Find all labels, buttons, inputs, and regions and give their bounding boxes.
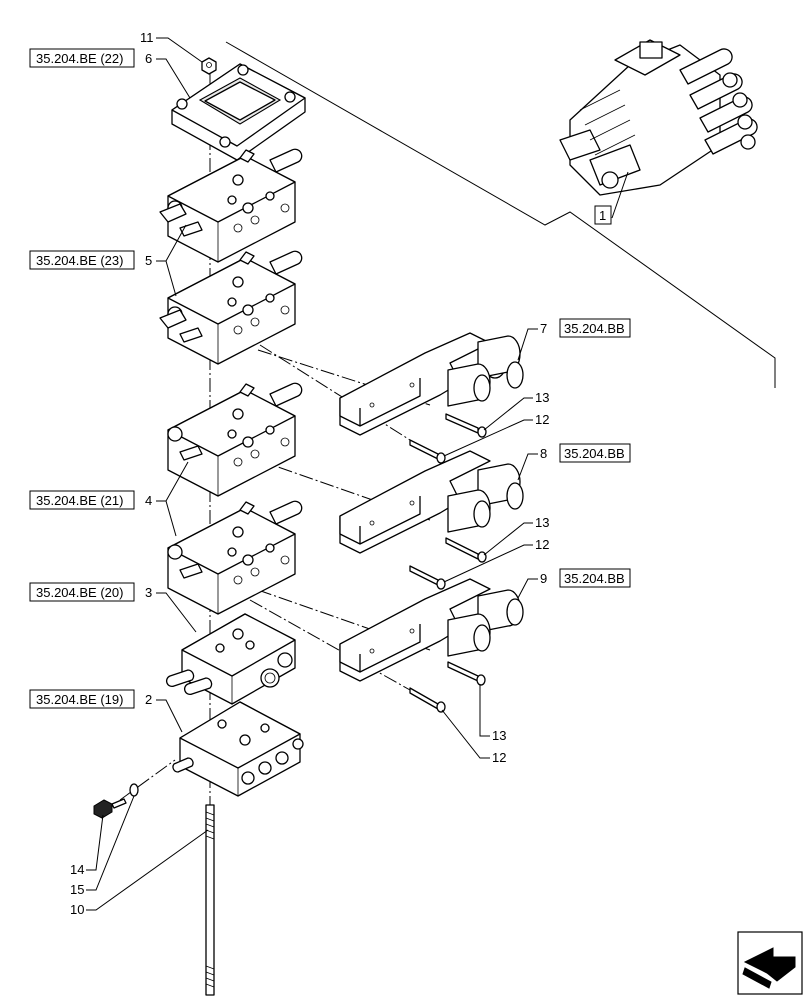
ref-box-assembly[interactable]: 1 bbox=[594, 205, 612, 225]
svg-text:35.204.BE (21): 35.204.BE (21) bbox=[36, 493, 123, 508]
ref-box-r19[interactable]: 35.204.BE (19) bbox=[29, 689, 135, 709]
callout-5: 5 bbox=[145, 253, 152, 268]
part-9-coupler-block bbox=[339, 578, 524, 682]
part-4-valve-section-upper bbox=[167, 382, 303, 497]
bolt-12b bbox=[409, 565, 446, 590]
ref-box-bb8[interactable]: 35.204.BB bbox=[559, 443, 631, 463]
part-14-screw bbox=[93, 798, 127, 819]
svg-text:35.204.BB: 35.204.BB bbox=[564, 321, 625, 336]
bolt-13c bbox=[447, 661, 486, 686]
part-5-valve-section-upper bbox=[159, 148, 303, 263]
callout-13c: 13 bbox=[492, 728, 506, 743]
part-6-cover-plate bbox=[171, 63, 306, 161]
assembly-thumbnail bbox=[559, 39, 758, 196]
callout-9: 9 bbox=[540, 571, 547, 586]
axis-coupler-9 bbox=[257, 589, 431, 651]
ref-box-r23[interactable]: 35.204.BE (23) bbox=[29, 250, 135, 270]
bolt-12a bbox=[409, 439, 446, 464]
part-3-valve-section bbox=[166, 613, 296, 705]
next-page-arrow-icon[interactable] bbox=[737, 931, 803, 995]
callout-12a: 12 bbox=[535, 412, 549, 427]
svg-text:35.204.BE (20): 35.204.BE (20) bbox=[36, 585, 123, 600]
callout-14: 14 bbox=[70, 862, 84, 877]
callout-12b: 12 bbox=[535, 537, 549, 552]
thumbnail-leader bbox=[225, 41, 776, 388]
part-5-valve-section-lower bbox=[159, 250, 303, 365]
callout-11: 11 bbox=[140, 30, 154, 45]
svg-text:35.204.BE (19): 35.204.BE (19) bbox=[36, 692, 123, 707]
part-2-inlet-section bbox=[172, 701, 304, 797]
svg-text:35.204.BE (23): 35.204.BE (23) bbox=[36, 253, 123, 268]
part-15-seal-ring bbox=[129, 783, 139, 797]
callout-2: 2 bbox=[145, 692, 152, 707]
callout-10: 10 bbox=[70, 902, 84, 917]
part-7-coupler-block bbox=[339, 332, 524, 436]
callout-4: 4 bbox=[145, 493, 152, 508]
part-10-tie-rod bbox=[205, 804, 215, 996]
callout-13b: 13 bbox=[535, 515, 549, 530]
ref-box-r22[interactable]: 35.204.BE (22) bbox=[29, 48, 135, 68]
bolt-13b bbox=[445, 537, 487, 563]
callout-15: 15 bbox=[70, 882, 84, 897]
bolt-12c bbox=[409, 687, 446, 713]
callout-7: 7 bbox=[540, 321, 547, 336]
part-8-coupler-block bbox=[339, 450, 524, 554]
ref-box-bb9[interactable]: 35.204.BB bbox=[559, 568, 631, 588]
callout-13a: 13 bbox=[535, 390, 549, 405]
ref-box-bb7[interactable]: 35.204.BB bbox=[559, 318, 631, 338]
axis-screw-14 bbox=[119, 759, 176, 801]
axis-bolt-12c bbox=[249, 599, 411, 691]
svg-text:1: 1 bbox=[599, 208, 606, 223]
axis-bolt-12a bbox=[259, 344, 411, 441]
ref-box-r20[interactable]: 35.204.BE (20) bbox=[29, 582, 135, 602]
callout-12c: 12 bbox=[492, 750, 506, 765]
bolt-13a bbox=[445, 413, 487, 438]
part-4-valve-section-lower bbox=[167, 500, 303, 615]
svg-text:35.204.BB: 35.204.BB bbox=[564, 446, 625, 461]
axis-coupler-8 bbox=[257, 459, 431, 521]
callout-8: 8 bbox=[540, 446, 547, 461]
callout-6: 6 bbox=[145, 51, 152, 66]
part-11-nut bbox=[201, 57, 217, 75]
svg-text:35.204.BE (22): 35.204.BE (22) bbox=[36, 51, 123, 66]
svg-text:35.204.BB: 35.204.BB bbox=[564, 571, 625, 586]
callout-3: 3 bbox=[145, 585, 152, 600]
ref-box-r21[interactable]: 35.204.BE (21) bbox=[29, 490, 135, 510]
